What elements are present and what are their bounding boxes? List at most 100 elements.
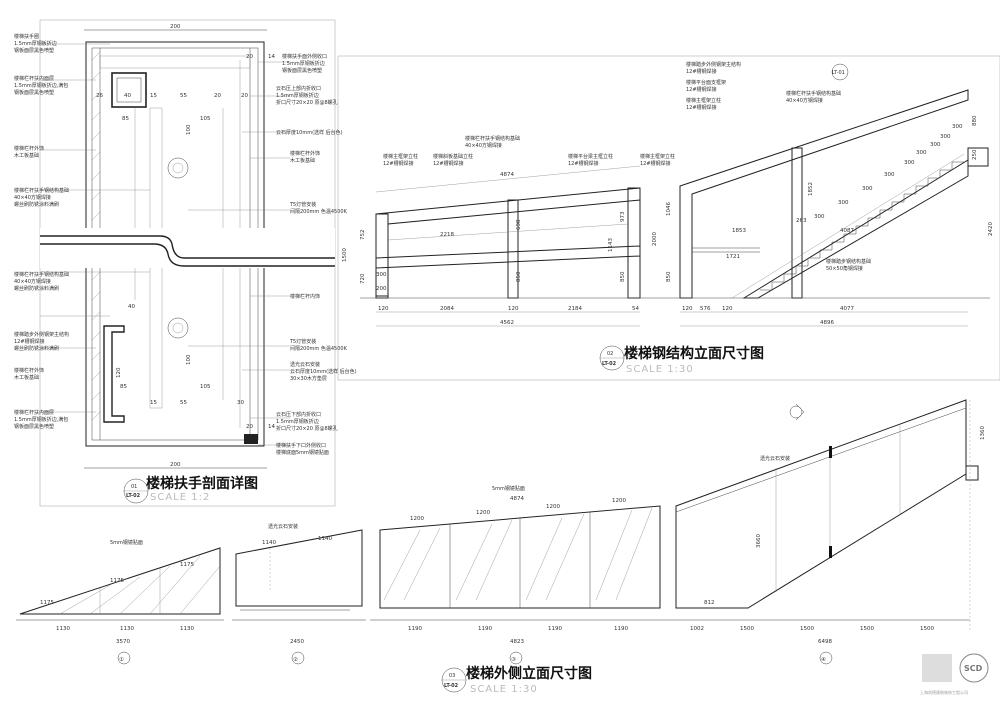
panel-3-marker: [509, 651, 523, 665]
panel-4-joint-1: [829, 446, 832, 458]
note-l-11: 楼梯栏杆扶手钢结构基础: [14, 271, 69, 278]
dim-inner-40: 40: [128, 304, 135, 310]
dim-4874-line: [375, 165, 641, 193]
lower-beam: [375, 245, 641, 269]
dim-b-300: 300: [376, 272, 387, 278]
note-r-9: T5灯管安装: [289, 201, 316, 208]
dim-top: 200: [170, 24, 181, 30]
note-l-1: 1.5mm厚钢板折边: [14, 40, 57, 47]
dim-c-18: 1190: [614, 626, 628, 632]
note-r-5: 折口尺寸20×20 原@8螺孔: [276, 99, 338, 106]
note-b-10: 楼梯踏步外侧钢架主结构: [686, 61, 741, 68]
dim-b-1500: 1500: [342, 248, 348, 262]
handrail-line: [387, 223, 629, 241]
dim-c-8: 1140: [318, 536, 332, 542]
title-tag-num-c: 03: [449, 673, 455, 679]
note-l-18: 木工板基础: [14, 374, 39, 381]
panel-4-landing: [965, 465, 979, 481]
break-band: [40, 228, 335, 268]
scale-c: SCALE 1:30: [470, 684, 538, 695]
dim-b-120d: 120: [722, 306, 733, 312]
tube-dim: 40: [124, 93, 131, 99]
dim-b-2218: 2218: [440, 232, 454, 238]
dim-c-5: 1130: [180, 626, 194, 632]
dim-b-step-2: 300: [838, 200, 849, 206]
dim-b-250: 250: [972, 149, 978, 160]
panel-num-4: ④: [821, 657, 826, 663]
note-r-14: 透光云石安装: [290, 361, 320, 368]
note-l-6: 楼梯栏杆外饰: [14, 145, 44, 152]
note-b-12: 楼梯平台面支框架: [686, 79, 726, 86]
note-l-19: 楼梯栏杆扶内面层: [14, 409, 54, 416]
left-notes: 楼梯扶手圈 1.5mm厚钢板折边 钢板面层黑色喷塑 楼梯栏杆扶内面层 1.5mm…: [14, 33, 69, 430]
panel-2: 透光云石安装 1140 1140 2450 ②: [232, 523, 366, 665]
right-notes: 楼梯扶手面外侧收口 1.5mm厚钢板折边 钢板面层黑色喷塑 云石压上部内折收口 …: [276, 53, 357, 456]
dim-b-step-1: 300: [814, 214, 825, 220]
note-c-0: 5mm钢镜贴面: [110, 539, 143, 546]
panel-num-1: ①: [119, 657, 124, 663]
title-c: 楼梯外侧立面尺寸图: [466, 665, 592, 682]
handrail-top-cap: [99, 55, 251, 69]
dim-c-26: 812: [704, 600, 715, 606]
elevation-panel-frame: [337, 55, 1000, 381]
note-l-15: 12#槽钢焊接: [14, 338, 45, 345]
dim-c-28: 1360: [980, 426, 986, 440]
panel-1-marker: [117, 651, 131, 665]
dim-b-2184: 2184: [568, 306, 582, 312]
note-l-17: 楼梯栏杆外饰: [14, 367, 44, 374]
note-l-4: 1.5mm厚钢板折边,满包: [14, 82, 68, 89]
dim-inner-14b: 14: [268, 424, 275, 430]
note-l-0: 楼梯扶手圈: [14, 33, 39, 40]
note-l-7: 木工板基础: [14, 152, 39, 159]
dim-inner-15b: 15: [150, 400, 157, 406]
dim-c-19: 4823: [510, 639, 524, 645]
dim-c-21: 1500: [740, 626, 754, 632]
dim-b-2000: 2000: [652, 232, 658, 246]
note-r-15: 云石厚度10mm(选样 后台色): [290, 368, 357, 375]
note-r-6: 云石厚度10mm(选样 后台色): [276, 129, 343, 136]
dim-c-13: 1200: [546, 504, 560, 510]
note-l-13: 螺丝刷防锈涂料满刷: [14, 285, 59, 292]
note-b-16: 楼梯栏杆扶手钢结构基础: [786, 90, 841, 97]
logo-mark: SCD: [964, 664, 983, 673]
note-r-20: 楼梯扶手下口外侧收口: [276, 442, 326, 449]
dim-c-12: 1200: [476, 510, 490, 516]
col-mid: [507, 199, 519, 299]
note-r-2: 钢板面层黑色喷塑: [282, 67, 322, 74]
t5-lamp-lower-core: [172, 322, 184, 334]
note-r-10: 间隔200mm 色温4500K: [290, 208, 348, 215]
dim-b-4896: 4896: [820, 320, 834, 326]
dim-c-20: 1002: [690, 626, 704, 632]
note-l-16: 螺丝刷防锈涂料满刷: [14, 345, 59, 352]
note-r-11: 楼梯栏杆内饰: [290, 293, 320, 300]
note-b-11: 12#槽钢焊接: [686, 68, 717, 75]
panel-4-outline: [675, 399, 967, 609]
logo-circle: [959, 653, 989, 683]
note-b-19: 50×50角钢焊接: [826, 265, 863, 272]
dim-b-698: 698: [516, 219, 522, 230]
steel-structure-elevation: 4874 2218 752 1500 720 300 200 698 850 9…: [337, 55, 1000, 381]
dim-inner-20d: 20: [246, 424, 253, 430]
note-b-17: 40×40方钢焊接: [786, 97, 823, 104]
dim-b-4087: 4087: [840, 228, 854, 234]
note-b-15: 12#槽钢焊接: [686, 104, 717, 111]
note-l-9: 40×40方钢焊接: [14, 194, 51, 201]
dim-c-14: 1200: [612, 498, 626, 504]
dim-b-720: 720: [360, 273, 366, 284]
dim-b-973: 973: [620, 211, 626, 222]
scale-a: SCALE 1:2: [150, 492, 210, 503]
dim-b-step-6: 300: [916, 150, 927, 156]
note-b-4: 楼梯栏杆扶手钢结构基础: [465, 135, 520, 142]
dim-c-2: 1175: [180, 562, 194, 568]
note-c-1: 透光云石安装: [268, 523, 298, 530]
panel-2-marker: [291, 651, 305, 665]
panel-3: 5mm钢镜贴面 4874 1200 1200 1200 1200 1190 11…: [370, 485, 670, 665]
right-stair-frame: 1046 2000 850 1853 1852 1721 263 300 300…: [652, 89, 994, 327]
dim-b-2084: 2084: [440, 306, 454, 312]
dim-b-120a: 120: [378, 306, 389, 312]
dim-b-step-8: 300: [940, 134, 951, 140]
dim-c-24: 1500: [920, 626, 934, 632]
dim-b-576: 576: [700, 306, 711, 312]
title-tag-c: LT-02: [444, 683, 459, 689]
